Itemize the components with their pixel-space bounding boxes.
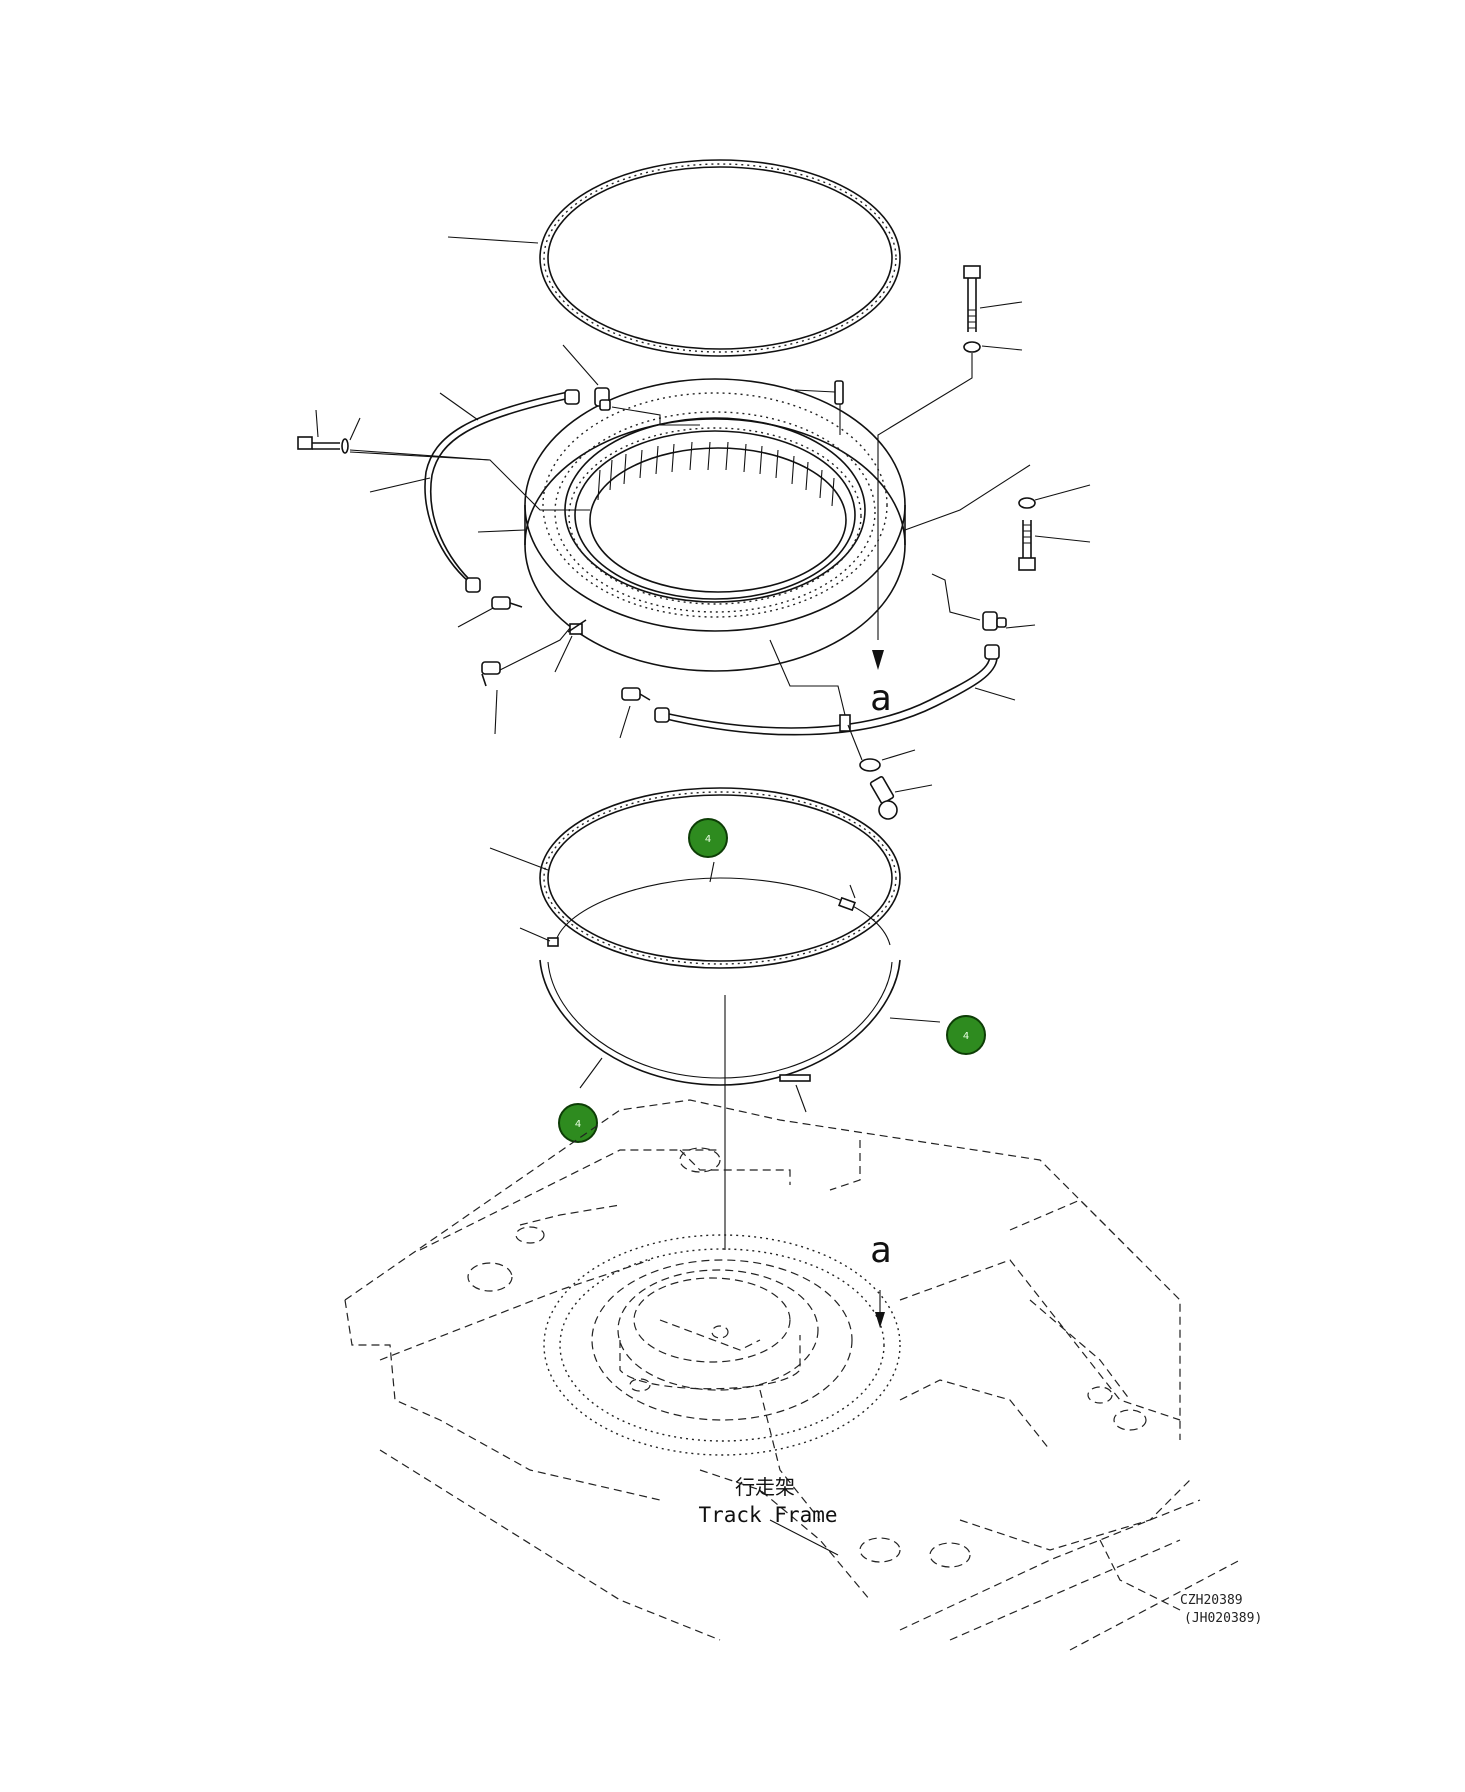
grease-fitting-c — [621, 687, 651, 701]
arrow-head — [875, 1312, 885, 1328]
leader-line — [889, 1017, 941, 1023]
track-frame-label-en: Track Frame — [698, 1503, 837, 1527]
leader-line — [877, 353, 973, 640]
leader-line — [794, 389, 836, 393]
leader-line — [315, 409, 319, 438]
grease-fitting-b — [481, 661, 501, 687]
callout-label: 4 — [963, 1031, 969, 1042]
leader-line — [979, 301, 1023, 309]
leader-line — [894, 784, 933, 793]
leader-line — [349, 417, 361, 441]
leader-line — [477, 529, 526, 533]
leader-line — [611, 406, 700, 426]
leader-line — [489, 847, 549, 871]
callout-badge[interactable]: 4 — [558, 1103, 598, 1143]
view-marker-bottom: a — [870, 1230, 892, 1271]
leader-line — [1034, 535, 1091, 543]
grease-fitting-a — [491, 596, 523, 610]
leader-line — [847, 724, 863, 761]
callout-label: 4 — [705, 834, 711, 845]
drawing-number: CZH20389 — [1180, 1593, 1243, 1608]
top-seal-ring — [539, 159, 901, 357]
leader-line — [795, 1084, 807, 1113]
leader-line — [904, 464, 1031, 531]
lower-seal-ring — [539, 787, 901, 1086]
o-ring-shim — [547, 877, 891, 1082]
callout-badge[interactable]: 4 — [688, 818, 728, 858]
leader-line — [769, 1519, 839, 1556]
leader-line — [519, 927, 551, 942]
leader-line — [1034, 484, 1091, 501]
arrow-head — [872, 650, 884, 670]
leader-line — [554, 635, 573, 673]
callout-label: 4 — [575, 1119, 581, 1130]
bolt-upper-right — [963, 265, 981, 353]
washer-bolt-lower — [859, 758, 898, 820]
leader-line — [769, 639, 846, 716]
leader-line — [494, 689, 498, 735]
drawing-number-alt: (JH020389) — [1184, 1611, 1262, 1626]
leader-line — [349, 451, 491, 461]
leader-line — [931, 573, 981, 621]
leader-line — [349, 449, 590, 511]
leader-line — [709, 861, 715, 883]
leader-line — [619, 705, 631, 739]
leader-line — [881, 749, 916, 761]
leader-line — [447, 236, 539, 244]
dowel-pin — [834, 380, 844, 405]
grease-hose-left — [424, 387, 611, 593]
track-frame — [344, 1099, 1241, 1651]
leader-line — [439, 392, 479, 421]
leader-line — [579, 1057, 603, 1089]
leader-line — [369, 477, 431, 493]
callout-badge[interactable]: 4 — [946, 1015, 986, 1055]
leader-line — [849, 884, 856, 899]
view-marker-top: a — [870, 678, 892, 719]
bolt-washer-left — [297, 436, 349, 454]
leader-line — [562, 344, 599, 386]
leader-line — [981, 345, 1023, 351]
leader-line — [1005, 624, 1036, 629]
bolt-lower-right — [1018, 497, 1036, 571]
track-frame-label-cn: 行走架 — [735, 1475, 795, 1499]
grease-hose-right — [654, 611, 1007, 736]
leader-line — [499, 627, 571, 671]
leader-line — [974, 687, 1016, 701]
grease-fitting-d — [567, 619, 587, 635]
swing-circle-bearing — [524, 378, 906, 672]
leader-line — [457, 606, 496, 628]
